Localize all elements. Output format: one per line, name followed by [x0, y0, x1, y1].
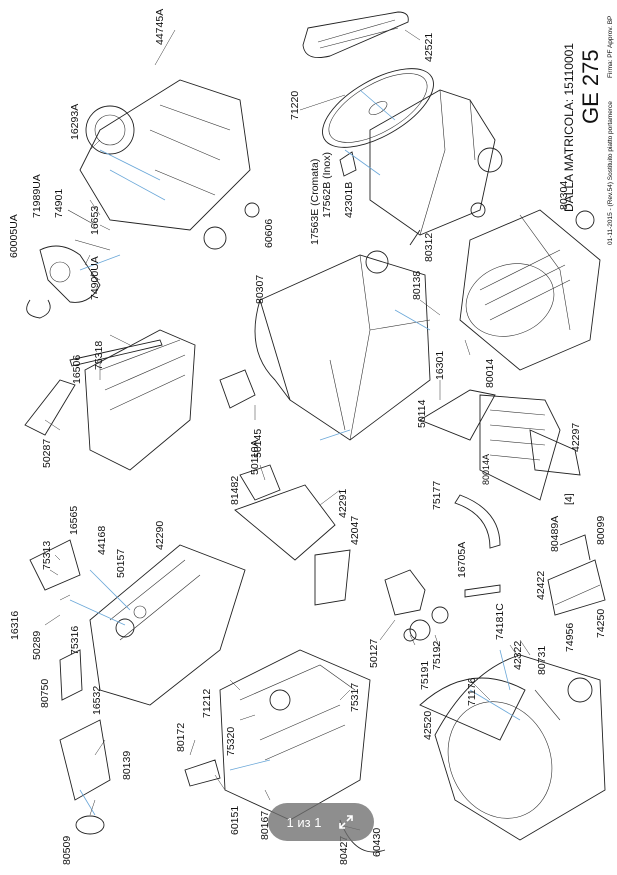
- part-label: 50145: [252, 429, 264, 458]
- part-label: 17562B (Inox): [321, 152, 333, 218]
- part-label: 75316: [69, 626, 81, 655]
- part-label: 42422: [535, 571, 547, 600]
- part-label: 71220: [289, 91, 301, 120]
- drawing-blade-disk: [322, 68, 434, 177]
- part-label: 16532: [91, 686, 103, 715]
- part-label: 50127: [368, 639, 380, 668]
- drawing-motor-small: [26, 209, 111, 319]
- expand-icon[interactable]: [337, 813, 355, 831]
- part-label: 75191: [419, 661, 431, 690]
- page-navigation-pill: 1 из 1: [268, 803, 374, 841]
- part-label: 75192: [431, 641, 443, 670]
- part-label: 16653: [89, 206, 101, 235]
- part-label: 60606: [263, 219, 275, 248]
- serial-line: DALLA MATRICOLA: 15110001: [562, 43, 576, 212]
- part-label: 16506: [71, 355, 83, 384]
- drawing-slicer-body-top-right: [369, 89, 503, 246]
- part-label: 80172: [175, 723, 187, 752]
- part-label: 44168: [96, 526, 108, 555]
- part-label: 80139: [121, 751, 133, 780]
- part-label: 50110A: [249, 440, 261, 475]
- drawing-slicer-lower-right: [419, 654, 606, 841]
- part-label: 16301: [434, 351, 446, 380]
- part-label: 42520: [422, 711, 434, 740]
- title-block: GE 275 DALLA MATRICOLA: 15110001 01-11-2…: [562, 16, 614, 245]
- drawing-slicer-full-right: [459, 209, 601, 371]
- part-label: 75313: [41, 541, 53, 570]
- drawing-meat-tray: [418, 389, 581, 501]
- drawing-base-plate: [29, 539, 246, 706]
- assembly-guide-lines: [69, 89, 521, 816]
- leader-lines: [44, 29, 531, 831]
- part-label: 71176: [466, 677, 478, 706]
- part-label: 80307: [254, 275, 266, 304]
- part-label: 42521: [423, 33, 435, 62]
- part-label: 71989UA: [31, 174, 43, 218]
- part-label: 60005UA: [8, 214, 20, 258]
- document-title: GE 275: [578, 49, 603, 124]
- part-label: 80489A: [549, 516, 561, 552]
- part-label: 50287: [41, 439, 53, 468]
- part-label: 50289: [31, 631, 43, 660]
- part-label: 60151: [229, 806, 241, 835]
- part-label: 74956: [564, 623, 576, 652]
- part-label: 80014: [484, 359, 496, 388]
- part-label: 71212: [201, 689, 213, 718]
- part-label: 74181C: [494, 603, 506, 640]
- drawing-blade-guard-top: [302, 11, 409, 59]
- part-label: 80014A: [481, 454, 491, 485]
- part-label: 80138: [411, 271, 423, 300]
- part-label: 60430: [371, 828, 383, 857]
- part-label: 42297: [570, 423, 582, 452]
- drawing-carriage-slide: [547, 534, 606, 616]
- part-label: 16293A: [69, 104, 81, 140]
- signature-line: Firma: PF Approv. BP: [607, 16, 614, 78]
- part-label: 50157: [115, 549, 127, 578]
- part-label: [4]: [563, 493, 575, 505]
- part-label: 16705A: [456, 542, 468, 578]
- part-label: 42322: [512, 641, 524, 670]
- part-label: 75177: [431, 481, 443, 510]
- part-labels: 42521 44745A 71220 16293A 17563E (Cromat…: [8, 9, 607, 865]
- part-label: 16316: [9, 611, 21, 640]
- part-label: 80312: [423, 233, 435, 262]
- part-label: 16565: [68, 506, 80, 535]
- page-indicator: 1 из 1: [286, 814, 322, 830]
- part-label: 75320: [225, 727, 237, 756]
- drawing-carriage-left: [24, 329, 196, 471]
- part-label: 42290: [154, 521, 166, 550]
- part-label: 74901: [53, 189, 65, 218]
- part-label: 80509: [61, 836, 73, 865]
- drawing-gear-train: [384, 569, 501, 642]
- revision-note: 01-11-2015 - (Rev.54) Sostituito piatto …: [607, 101, 614, 245]
- part-label: 80427: [338, 836, 350, 865]
- part-label: 42047: [349, 516, 361, 545]
- part-label: 80304: [558, 181, 570, 210]
- drawing-main-housing: [254, 250, 431, 441]
- drawing-carriage-arm: [314, 494, 501, 606]
- part-label: 75318: [93, 341, 105, 370]
- part-label: 80750: [39, 679, 51, 708]
- part-label: 42301B: [343, 182, 355, 218]
- part-label: 74900UA: [89, 256, 101, 300]
- part-label: 75317: [349, 683, 361, 712]
- part-label: 74250: [595, 609, 607, 638]
- drawing-motor-assembly: [79, 79, 260, 250]
- part-label: 80731: [536, 646, 548, 675]
- drawing-foot-assembly: [59, 719, 221, 835]
- part-label: 17563E (Cromata): [309, 159, 321, 245]
- part-label: 80099: [595, 516, 607, 545]
- part-label: 50114: [416, 399, 428, 428]
- part-label: 81482: [229, 476, 241, 505]
- drawing-knob-and-switch: [219, 369, 336, 561]
- part-label: 42291: [337, 489, 349, 518]
- part-label: 44745A: [154, 9, 166, 45]
